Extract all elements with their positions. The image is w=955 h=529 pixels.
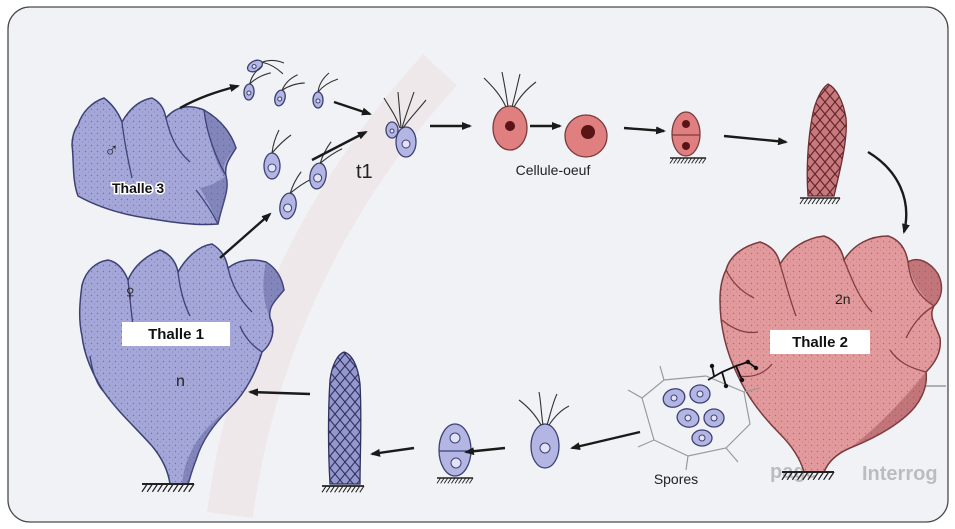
thalle-3: ♂ Thalle 3: [72, 98, 236, 225]
two-cell-nucleus-bottom: [682, 142, 690, 150]
branch-tip: [710, 364, 714, 368]
thalle-2-ploidy: 2n: [835, 291, 851, 307]
gamete-nucleus: [268, 164, 276, 172]
thalle-2-label: Thalle 2: [792, 334, 848, 351]
ghost-text-right: Interrog: [862, 463, 938, 485]
spores-label: Spores: [654, 471, 698, 487]
male-symbol: ♂: [104, 140, 119, 162]
gamete-nucleus: [316, 99, 320, 103]
thalle-1-ploidy: n: [176, 373, 185, 390]
fusion-female-nucleus: [402, 140, 410, 148]
branch-tip: [754, 366, 758, 370]
spore-nucleus: [697, 391, 703, 397]
zygote-nucleus: [505, 121, 515, 131]
thalle-3-label: Thalle 3: [112, 180, 164, 196]
gamete-nucleus: [247, 91, 251, 95]
fusion-male-nucleus: [390, 129, 394, 133]
thalle-1-label: Thalle 1: [148, 326, 204, 343]
cellule-oeuf-label: Cellule-oeuf: [516, 162, 591, 178]
fusion-label: t1: [356, 161, 373, 183]
female-symbol: ♀: [122, 280, 139, 305]
zoospore-nucleus: [540, 443, 550, 453]
two-cell-haploid-nucleus-top: [450, 433, 460, 443]
spore: [704, 409, 724, 427]
gamete-nucleus: [277, 97, 282, 102]
cellule-oeuf: [565, 115, 607, 157]
egg-cell-nucleus: [581, 125, 595, 139]
spore-nucleus: [699, 435, 705, 441]
spore-nucleus: [711, 415, 717, 421]
branch-tip: [724, 384, 728, 388]
branch-tip: [746, 360, 750, 364]
spore: [690, 385, 710, 403]
two-cell-haploid-nucleus-bottom: [451, 458, 461, 468]
haploid-germling-body: [329, 352, 361, 484]
branch-tip: [740, 378, 744, 382]
spore: [692, 430, 712, 446]
two-cell-nucleus-top: [682, 120, 690, 128]
